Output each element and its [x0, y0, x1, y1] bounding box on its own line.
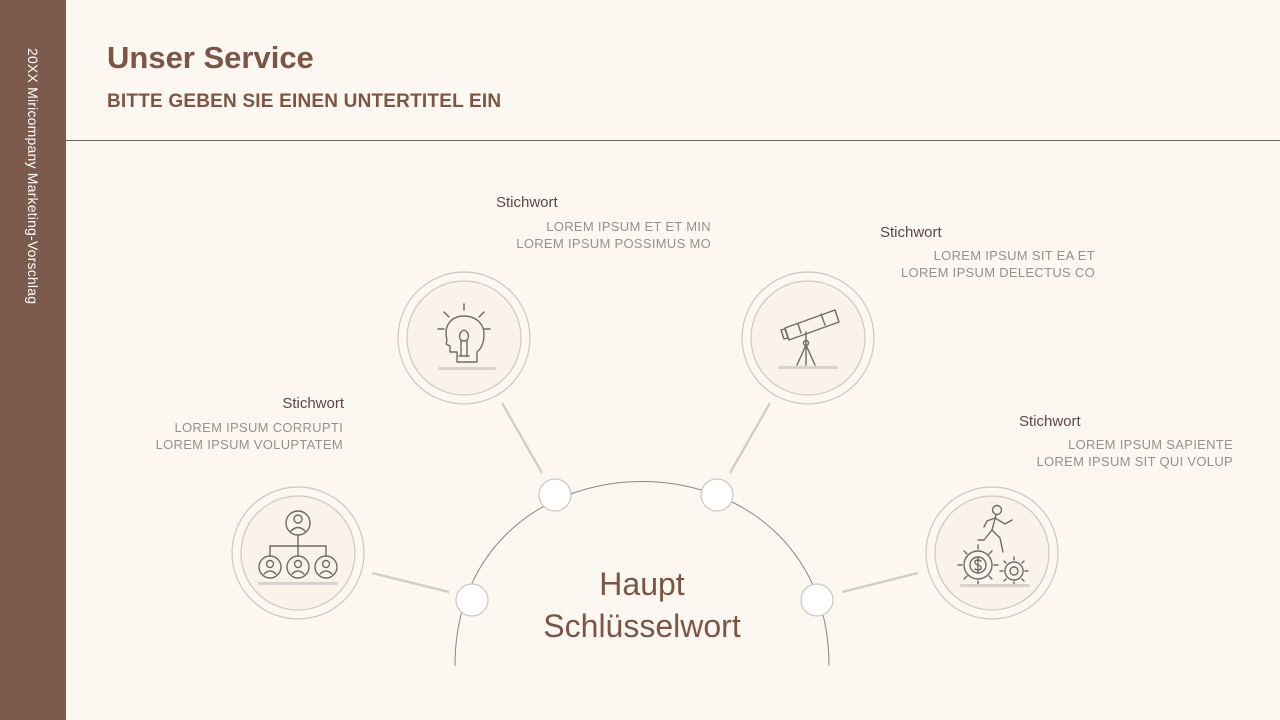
keyword-description: LOREM IPSUM CORRUPTI LOREM IPSUM VOLUPTA…: [120, 419, 343, 453]
keyword-desc-line: LOREM IPSUM VOLUPTATEM: [155, 437, 343, 452]
connector-line: [841, 571, 919, 594]
keyword-description: LOREM IPSUM SIT EA ET LOREM IPSUM DELECT…: [864, 247, 1095, 281]
keyword-desc-line: LOREM IPSUM SIT QUI VOLUP: [1036, 454, 1233, 469]
keyword-description: LOREM IPSUM ET ET MIN LOREM IPSUM POSSIM…: [480, 218, 711, 252]
keyword-title: Stichwort: [1019, 413, 1081, 430]
keyword-title: Stichwort: [282, 395, 344, 412]
junction-dot: [700, 478, 734, 512]
node-circle-4: [925, 486, 1059, 620]
gears-runner-icon: [957, 504, 1029, 586]
header-divider: [66, 140, 1280, 141]
telescope-icon: [780, 309, 840, 366]
keyword-desc-line: LOREM IPSUM ET ET MIN: [546, 219, 711, 234]
junction-dot: [455, 583, 489, 617]
node-circle-3: [741, 271, 875, 405]
central-arc: [454, 481, 830, 667]
keyword-description: LOREM IPSUM SAPIENTE LOREM IPSUM SIT QUI…: [1000, 436, 1233, 470]
junction-dot: [538, 478, 572, 512]
org-chart-icon: [258, 510, 338, 579]
page-subtitle: BITTE GEBEN SIE EINEN UNTERTITEL EIN: [107, 91, 502, 112]
node-circle-1: [231, 486, 365, 620]
keyword-desc-line: LOREM IPSUM CORRUPTI: [174, 420, 343, 435]
node-circle-2: [397, 271, 531, 405]
keyword-title: Stichwort: [496, 194, 558, 211]
keyword-title: Stichwort: [880, 224, 942, 241]
center-keyword-line2: Schlüsselwort: [543, 608, 741, 644]
connector-line: [371, 571, 450, 594]
connector-line: [500, 402, 544, 474]
keyword-desc-line: LOREM IPSUM SIT EA ET: [933, 248, 1095, 263]
keyword-desc-line: LOREM IPSUM DELECTUS CO: [901, 265, 1095, 280]
connector-line: [728, 402, 772, 474]
junction-dot: [800, 583, 834, 617]
keyword-desc-line: LOREM IPSUM SAPIENTE: [1068, 437, 1233, 452]
sidebar: 20XX Miricompany Marketing-Vorschlag: [0, 0, 66, 720]
lightbulb-head-icon: [437, 303, 491, 363]
page-title: Unser Service: [107, 40, 314, 75]
center-keyword-line1: Haupt: [599, 566, 685, 602]
keyword-desc-line: LOREM IPSUM POSSIMUS MO: [516, 236, 711, 251]
